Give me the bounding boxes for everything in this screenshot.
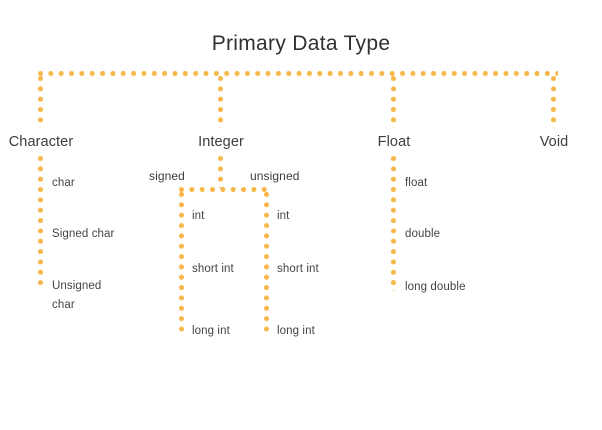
connector-integer-split-horizontal xyxy=(179,187,269,192)
leaf-unsigned-char[interactable]: Unsigned char xyxy=(52,280,102,311)
connector-character-children xyxy=(38,156,43,290)
connector-float-children xyxy=(391,156,396,291)
connector-root-to-integer xyxy=(218,76,223,128)
node-integer[interactable]: Integer xyxy=(198,134,244,150)
connector-root-to-character xyxy=(38,76,43,128)
connector-root-to-float xyxy=(391,76,396,128)
connector-unsigned-children xyxy=(264,192,269,334)
node-unsigned[interactable]: unsigned xyxy=(250,169,300,183)
leaf-long-double[interactable]: long double xyxy=(405,281,466,293)
node-float[interactable]: Float xyxy=(377,134,411,150)
leaf-signed-int[interactable]: int xyxy=(192,210,205,222)
node-void[interactable]: Void xyxy=(539,134,569,150)
node-signed[interactable]: signed xyxy=(149,169,185,183)
leaf-double[interactable]: double xyxy=(405,228,441,240)
leaf-float[interactable]: float xyxy=(405,177,428,189)
connector-root-to-void xyxy=(551,76,556,128)
leaf-char[interactable]: char xyxy=(52,177,75,189)
leaf-signed-char[interactable]: Signed char xyxy=(52,228,115,240)
root-horizontal-connector xyxy=(38,71,558,76)
leaf-unsigned-int[interactable]: int xyxy=(277,210,290,222)
leaf-unsigned-short-int[interactable]: short int xyxy=(277,263,319,275)
node-character[interactable]: Character xyxy=(8,134,74,150)
connector-signed-children xyxy=(179,192,184,334)
leaf-signed-long-int[interactable]: long int xyxy=(192,325,230,337)
leaf-unsigned-long-int[interactable]: long int xyxy=(277,325,315,337)
leaf-signed-short-int[interactable]: short int xyxy=(192,263,234,275)
diagram-title: Primary Data Type xyxy=(211,32,391,55)
connector-integer-to-split xyxy=(218,156,223,188)
